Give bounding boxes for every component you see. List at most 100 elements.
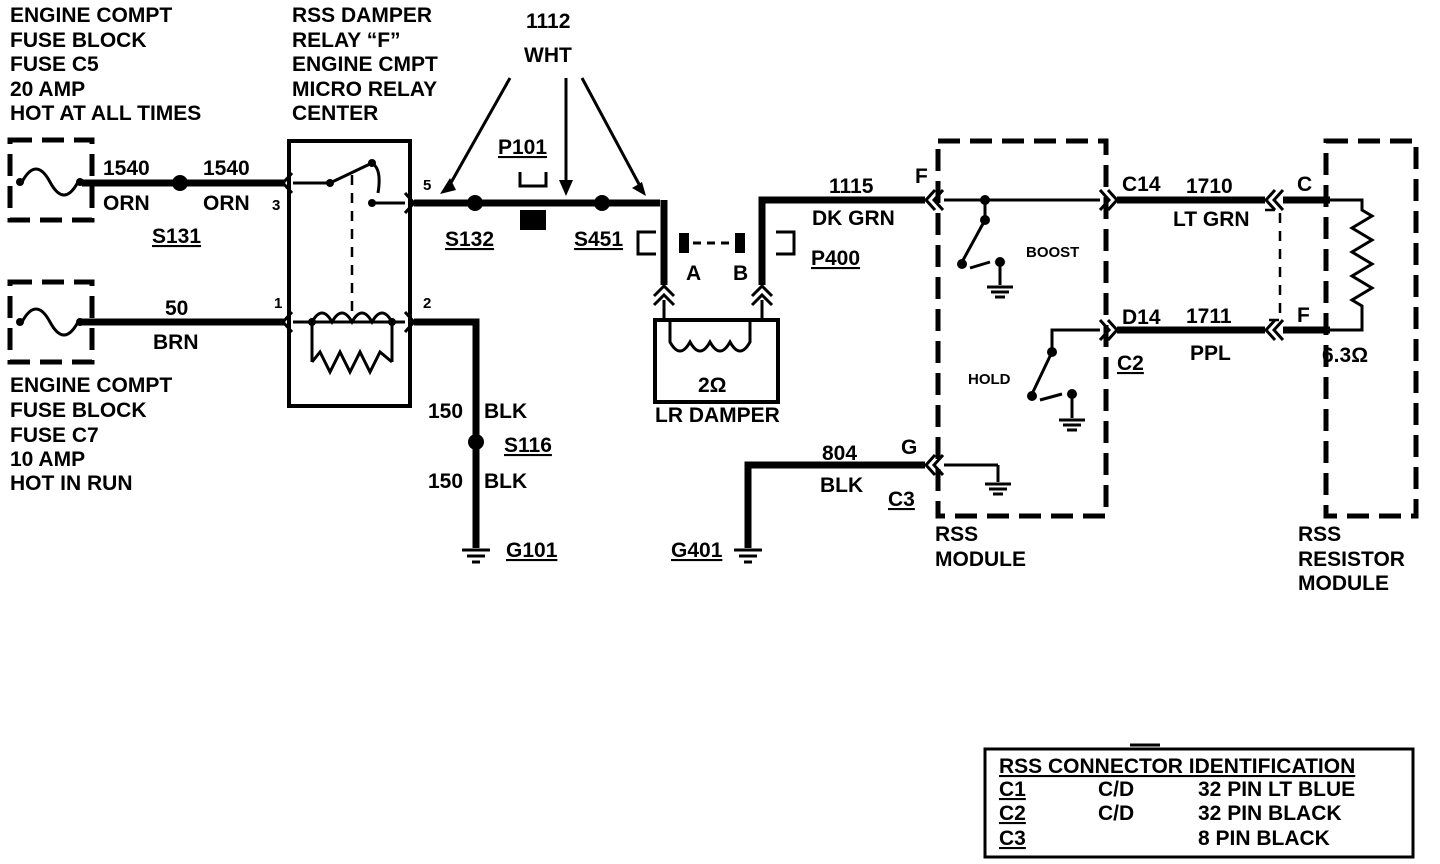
p101-connector-top bbox=[518, 172, 548, 188]
lr-damper-box bbox=[653, 318, 780, 404]
connector-c2-label: C2 bbox=[1117, 352, 1144, 375]
relay-line: CENTER bbox=[292, 102, 378, 125]
boost-label: BOOST bbox=[1026, 244, 1079, 261]
relay-line: MICRO RELAY bbox=[292, 78, 437, 101]
ground-g401-label: G401 bbox=[671, 539, 723, 562]
resistor-module-line: RSS bbox=[1298, 523, 1341, 546]
boost-ground-icon bbox=[987, 285, 1013, 299]
fuse-c7-line: FUSE C7 bbox=[10, 424, 99, 447]
wire-1112-color: WHT bbox=[524, 44, 572, 67]
wire-1112-number: 1112 bbox=[526, 10, 570, 33]
wire-1710-number: 1710 bbox=[1186, 175, 1233, 198]
wire-150 bbox=[414, 318, 480, 548]
connector-pin-b: B bbox=[733, 262, 748, 285]
lr-damper-resistance: 2Ω bbox=[698, 374, 727, 397]
fuse-c5-label: ENGINE COMPT FUSE BLOCK FUSE C5 20 AMP H… bbox=[10, 4, 201, 125]
connector-table-cell: C3 bbox=[999, 827, 1026, 850]
fuse-c7-line: HOT IN RUN bbox=[10, 472, 133, 495]
fuse-c7-line: 10 AMP bbox=[10, 448, 85, 471]
splice-s451-dot bbox=[594, 195, 610, 211]
hold-label: HOLD bbox=[968, 371, 1011, 388]
fuse-c7-symbol bbox=[7, 279, 95, 365]
rss-module-line: RSS bbox=[935, 523, 978, 546]
relay-line: RELAY “F” bbox=[292, 29, 401, 52]
connector-table-title: RSS CONNECTOR IDENTIFICATION bbox=[999, 755, 1355, 778]
fuse-c5-line: FUSE BLOCK bbox=[10, 29, 147, 52]
splice-s131-dot bbox=[172, 175, 188, 191]
module-pin-f: F bbox=[915, 165, 928, 188]
connector-table-cell: C2 bbox=[999, 802, 1026, 825]
hold-ground-icon bbox=[1059, 418, 1085, 432]
wire-150-color: BLK bbox=[484, 400, 527, 423]
wire-804 bbox=[744, 461, 925, 548]
wire-1540-color: ORN bbox=[203, 192, 250, 215]
connector-table-cell: 32 PIN LT BLUE bbox=[1198, 778, 1355, 801]
wire-1115-color: DK GRN bbox=[812, 207, 895, 230]
splice-s116-dot bbox=[468, 434, 484, 450]
arrow-to-s132 bbox=[446, 77, 512, 189]
relay-pin1: 1 bbox=[274, 295, 282, 312]
resistor-module-line: RESISTOR bbox=[1298, 548, 1405, 571]
fuse-c7-line: FUSE BLOCK bbox=[10, 399, 147, 422]
relay-pin3-connector bbox=[280, 171, 294, 195]
wire-804-number: 804 bbox=[822, 442, 857, 465]
relay-pin5: 5 bbox=[423, 177, 431, 194]
wire-150-number: 150 bbox=[428, 470, 463, 493]
fuse-c5-line: ENGINE COMPT bbox=[10, 4, 172, 27]
relay-pin3: 3 bbox=[272, 197, 280, 214]
wire-804-color: BLK bbox=[820, 474, 863, 497]
connector-table-cell: C/D bbox=[1098, 778, 1134, 801]
relay-pin1-connector bbox=[280, 310, 294, 334]
wire-1540-number: 1540 bbox=[203, 157, 250, 180]
module-ground-icon bbox=[985, 482, 1011, 496]
wire-1115 bbox=[758, 196, 925, 285]
resistor-module-line: MODULE bbox=[1298, 572, 1389, 595]
splice-s132-label: S132 bbox=[445, 228, 494, 251]
connector-table-cell: C1 bbox=[999, 778, 1026, 801]
relay-box bbox=[287, 139, 412, 408]
rss-resistor-module-box bbox=[1323, 138, 1419, 519]
splice-s451-label: S451 bbox=[574, 228, 623, 251]
connector-table-cell: 8 PIN BLACK bbox=[1198, 827, 1330, 850]
wire-50-number: 50 bbox=[165, 297, 188, 320]
splice-s131-label: S131 bbox=[152, 225, 201, 248]
resistor-symbol bbox=[1330, 198, 1375, 332]
wire-1115-number: 1115 bbox=[829, 175, 874, 198]
c3-pin-g: G bbox=[901, 436, 917, 459]
wire-1711-color: PPL bbox=[1190, 342, 1231, 365]
lr-damper-label: LR DAMPER bbox=[655, 404, 780, 427]
relay-line: ENGINE CMPT bbox=[292, 53, 438, 76]
ground-g101-icon bbox=[462, 548, 490, 564]
fuse-c5-line: 20 AMP bbox=[10, 78, 85, 101]
fuse-c7-label: ENGINE COMPT FUSE BLOCK FUSE C7 10 AMP H… bbox=[10, 374, 172, 495]
fuse-c5-symbol bbox=[7, 137, 95, 223]
ground-g101-label: G101 bbox=[506, 539, 558, 562]
wire-1711-number: 1711 bbox=[1186, 305, 1232, 328]
wire-150-number: 150 bbox=[428, 400, 463, 423]
ground-g401-icon bbox=[734, 548, 762, 564]
relay-pin2: 2 bbox=[423, 295, 431, 312]
wire-1540-number: 1540 bbox=[103, 157, 150, 180]
arrow-to-damper bbox=[580, 77, 642, 187]
connector-p400-label: P400 bbox=[811, 247, 860, 270]
connector-table: RSS CONNECTOR IDENTIFICATION C1 C/D 32 P… bbox=[983, 743, 1415, 859]
fuse-c7-line: ENGINE COMPT bbox=[10, 374, 172, 397]
connector-p101-label: P101 bbox=[498, 136, 547, 159]
connector-c14: C14 bbox=[1122, 173, 1161, 196]
connector-table-cell: C/D bbox=[1098, 802, 1134, 825]
splice-s116-label: S116 bbox=[504, 434, 552, 457]
wire-50-color: BRN bbox=[153, 331, 199, 354]
connector-d14: D14 bbox=[1122, 306, 1161, 329]
resistor-resistance: 6.3Ω bbox=[1322, 344, 1368, 367]
connector-c3-label: C3 bbox=[888, 488, 915, 511]
wire-1710-color: LT GRN bbox=[1173, 208, 1250, 231]
wire-1540-color: ORN bbox=[103, 192, 150, 215]
relay-label: RSS DAMPER RELAY “F” ENGINE CMPT MICRO R… bbox=[292, 4, 438, 125]
connector-table-cell: 32 PIN BLACK bbox=[1198, 802, 1342, 825]
resistor-pin-c: C bbox=[1297, 173, 1312, 196]
wire-150-color: BLK bbox=[484, 470, 527, 493]
resistor-pin-f: F bbox=[1297, 304, 1310, 327]
relay-line: RSS DAMPER bbox=[292, 4, 432, 27]
fuse-c5-line: FUSE C5 bbox=[10, 53, 99, 76]
rss-module-line: MODULE bbox=[935, 548, 1026, 571]
